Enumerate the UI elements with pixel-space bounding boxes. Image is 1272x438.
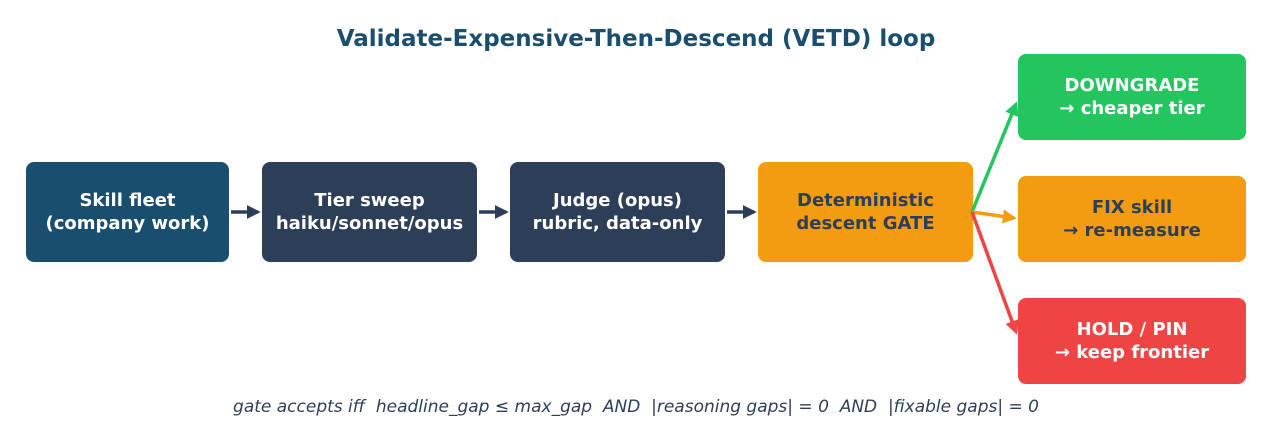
node-judge-line2: rubric, data-only [532, 213, 703, 234]
arrow-gate-to-downgrade [970, 101, 1019, 213]
node-judge: Judge (opus) rubric, data-only [510, 162, 725, 262]
node-hold: HOLD / PIN → keep frontier [1018, 298, 1246, 384]
node-downgrade-line2: → cheaper tier [1059, 98, 1205, 119]
node-skill-fleet-line1: Skill fleet [79, 190, 176, 211]
node-fix: FIX skill → re-measure [1018, 176, 1246, 262]
gate-caption: gate accepts iff headline_gap ≤ max_gap … [233, 397, 1039, 417]
node-skill-fleet: Skill fleet (company work) [26, 162, 229, 262]
arrow-gate-to-hold [970, 211, 1019, 335]
node-fix-line2: → re-measure [1063, 220, 1201, 241]
node-gate-line2: descent GATE [796, 213, 935, 234]
node-fix-line1: FIX skill [1091, 197, 1173, 218]
node-gate: Deterministic descent GATE [758, 162, 973, 262]
node-downgrade-line1: DOWNGRADE [1064, 75, 1200, 96]
node-tier-sweep-line2: haiku/sonnet/opus [275, 213, 464, 234]
node-hold-line1: HOLD / PIN [1076, 319, 1188, 340]
node-tier-sweep: Tier sweep haiku/sonnet/opus [262, 162, 477, 262]
node-judge-line1: Judge (opus) [553, 190, 682, 211]
node-downgrade: DOWNGRADE → cheaper tier [1018, 54, 1246, 140]
node-gate-line1: Deterministic [797, 190, 934, 211]
node-skill-fleet-line2: (company work) [45, 213, 210, 234]
arrow-gate-to-fix [971, 209, 1017, 224]
node-tier-sweep-line1: Tier sweep [314, 190, 425, 211]
node-hold-line2: → keep frontier [1054, 342, 1210, 363]
diagram-title: Validate-Expensive-Then-Descend (VETD) l… [336, 26, 936, 52]
